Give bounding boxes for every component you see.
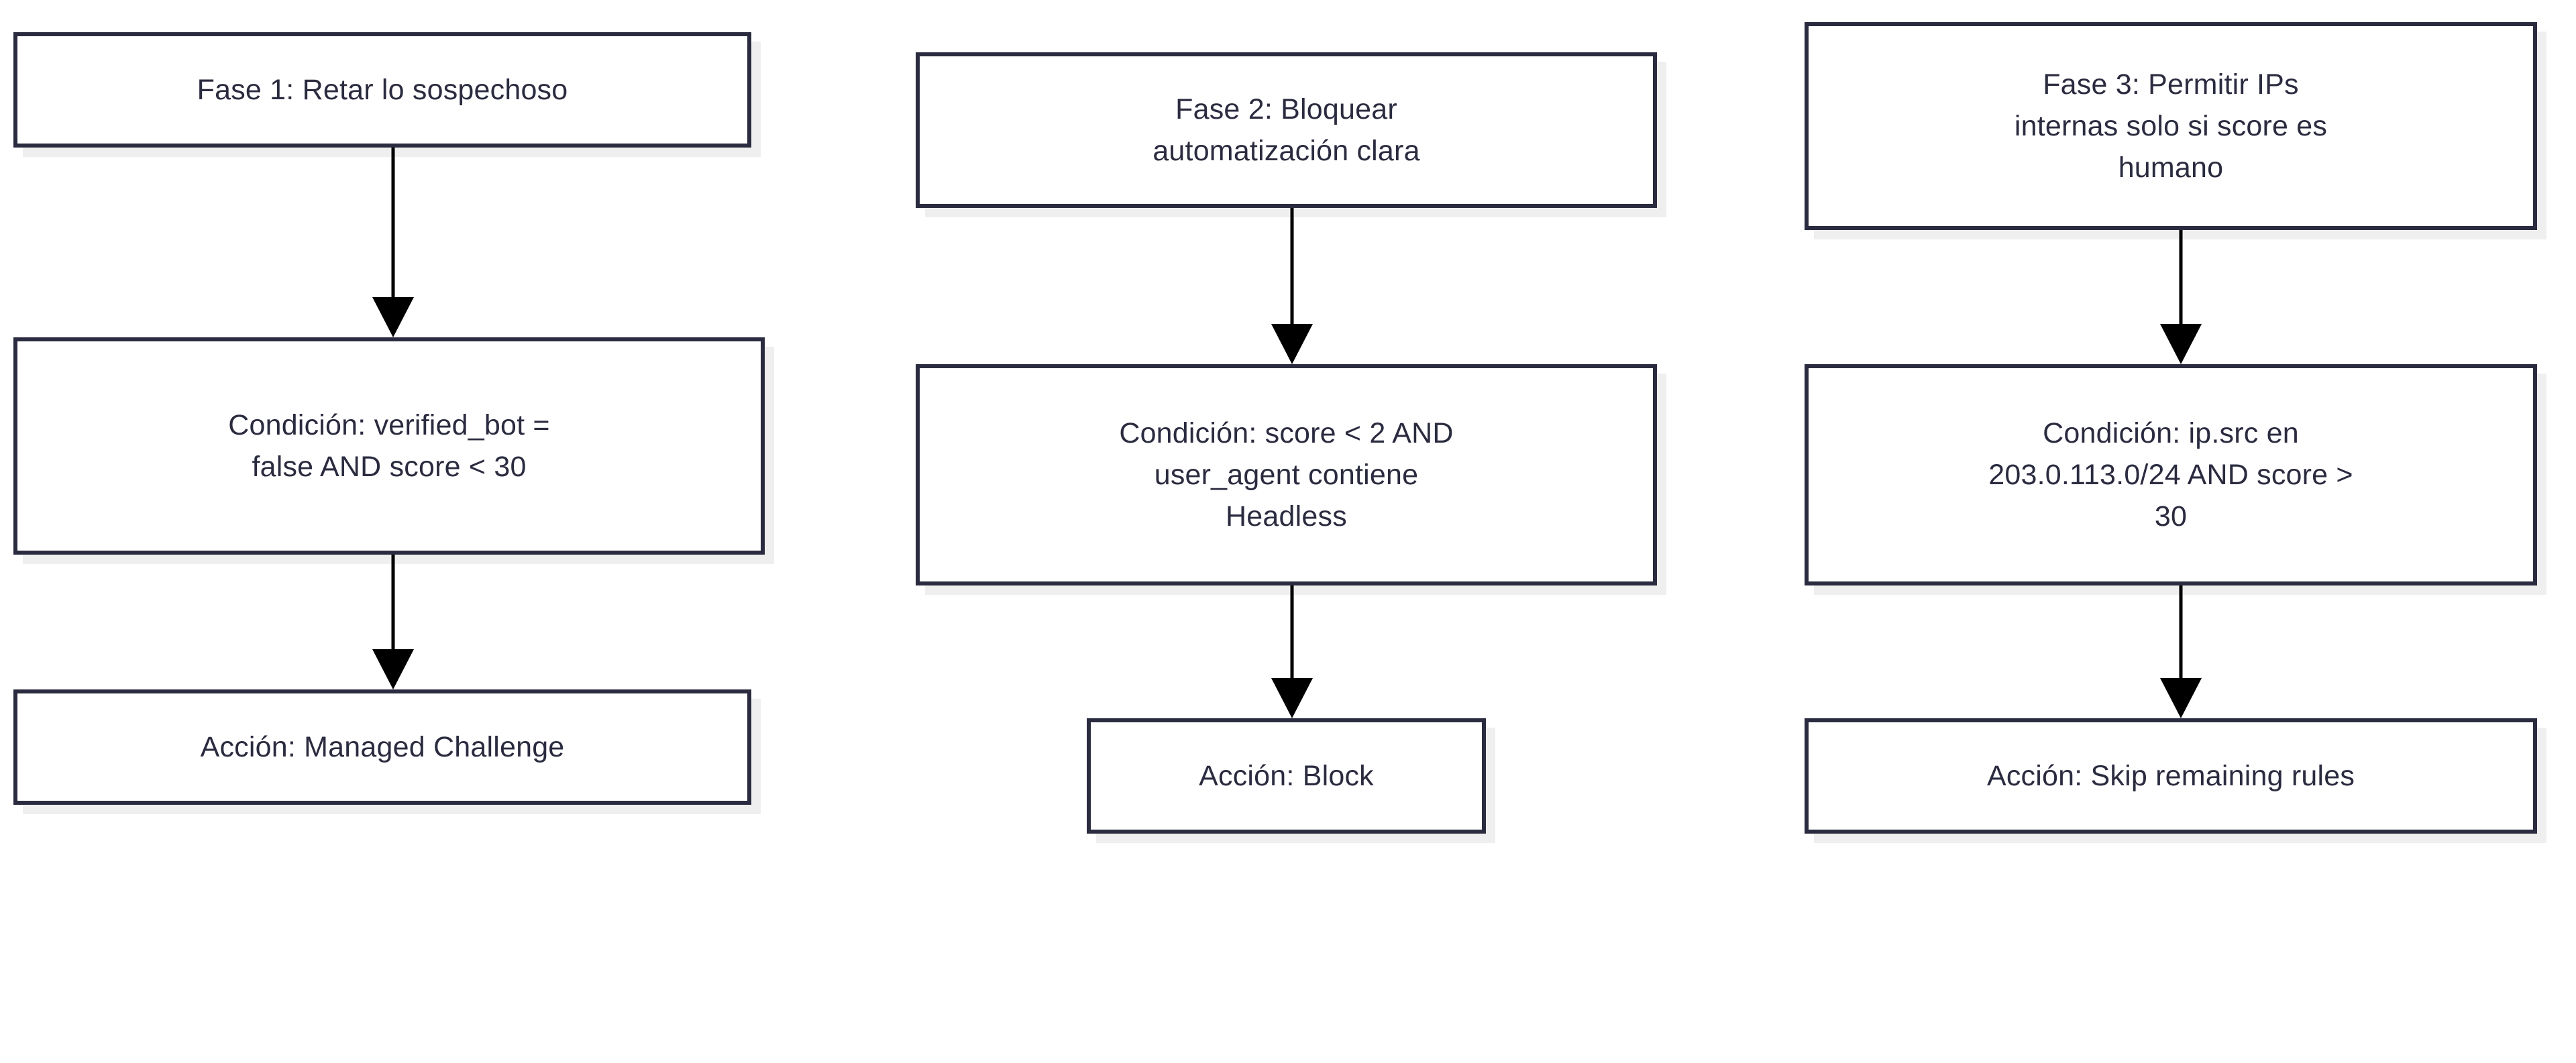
edge-arrowhead bbox=[2160, 324, 2202, 364]
node-fase-3-condicion[interactable]: Condición: ip.src en 203.0.113.0/24 AND … bbox=[1805, 364, 2537, 585]
node-label: Acción: Skip remaining rules bbox=[1986, 760, 2355, 792]
edge-fase-1-title-to-condicion bbox=[372, 148, 414, 337]
edge-fase-3-title-to-condicion bbox=[2160, 230, 2202, 364]
edge-fase-3-condicion-to-accion bbox=[2160, 585, 2202, 718]
edge-line bbox=[1290, 208, 1294, 324]
edge-arrowhead bbox=[372, 297, 414, 337]
node-fase-3-accion[interactable]: Acción: Skip remaining rules bbox=[1805, 718, 2537, 834]
edge-fase-2-title-to-condicion bbox=[1271, 208, 1313, 364]
node-label: Fase 2: Bloquear automatización clara bbox=[1152, 93, 1420, 167]
node-label: Fase 3: Permitir IPs internas solo si sc… bbox=[2014, 68, 2328, 184]
edge-fase-1-condicion-to-accion bbox=[372, 555, 414, 689]
node-label: Condición: verified_bot = false AND scor… bbox=[228, 409, 550, 483]
node-label: Condición: ip.src en 203.0.113.0/24 AND … bbox=[1988, 417, 2353, 533]
edge-fase-2-condicion-to-accion bbox=[1271, 585, 1313, 718]
edge-line bbox=[391, 555, 395, 649]
node-label: Acción: Block bbox=[1199, 760, 1374, 792]
edge-arrowhead bbox=[1271, 324, 1313, 364]
node-fase-2-condicion[interactable]: Condición: score < 2 AND user_agent cont… bbox=[916, 364, 1657, 585]
edge-line bbox=[2179, 230, 2183, 324]
node-fase-3-title[interactable]: Fase 3: Permitir IPs internas solo si sc… bbox=[1805, 22, 2537, 230]
node-fase-2-title[interactable]: Fase 2: Bloquear automatización clara bbox=[916, 52, 1657, 208]
node-fase-1-condicion[interactable]: Condición: verified_bot = false AND scor… bbox=[13, 337, 765, 555]
edge-arrowhead bbox=[1271, 678, 1313, 718]
node-label: Condición: score < 2 AND user_agent cont… bbox=[1119, 417, 1454, 533]
node-fase-2-accion[interactable]: Acción: Block bbox=[1087, 718, 1486, 834]
edge-line bbox=[391, 148, 395, 297]
node-label: Fase 1: Retar lo sospechoso bbox=[197, 74, 568, 106]
edge-arrowhead bbox=[2160, 678, 2202, 718]
node-fase-1-accion[interactable]: Acción: Managed Challenge bbox=[13, 689, 751, 805]
edge-line bbox=[2179, 585, 2183, 678]
node-label: Acción: Managed Challenge bbox=[200, 731, 565, 763]
node-fase-1-title[interactable]: Fase 1: Retar lo sospechoso bbox=[13, 32, 751, 148]
edge-arrowhead bbox=[372, 649, 414, 689]
edge-line bbox=[1290, 585, 1294, 678]
